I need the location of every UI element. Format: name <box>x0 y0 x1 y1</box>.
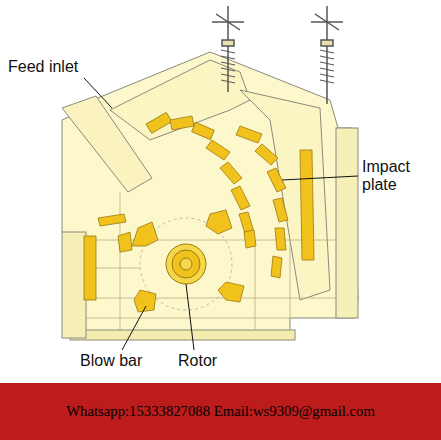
blow-bars <box>118 210 256 312</box>
spring-coil <box>320 62 334 65</box>
contact-text: Whatsapp:15333827088 Email:ws9309@gmail.… <box>0 403 441 420</box>
footer-band <box>0 383 441 440</box>
leader-line <box>122 306 146 350</box>
part-label: Blow bar <box>80 352 170 370</box>
spring-coil <box>221 68 235 71</box>
part-label: Impact plate <box>362 158 434 195</box>
base-flange <box>70 330 295 340</box>
impact-plate-upper <box>145 112 254 234</box>
right-frame <box>240 90 330 300</box>
spring-coil <box>221 50 235 53</box>
part-label: Feed inlet <box>8 58 118 76</box>
upper-frame <box>110 60 250 140</box>
spring-coil <box>320 74 334 77</box>
leader-line <box>282 176 358 180</box>
spring-coil <box>221 80 235 83</box>
spring-coil <box>320 56 334 59</box>
leader-line <box>186 284 194 350</box>
left-wall <box>62 232 86 338</box>
part-label: Rotor <box>178 352 248 370</box>
housing <box>62 52 358 338</box>
spring-coil <box>320 80 334 83</box>
leader-line <box>84 78 112 108</box>
impact-plate-lower <box>236 126 288 278</box>
spring-coil <box>221 56 235 59</box>
spring-coil <box>320 50 334 53</box>
spring-coil <box>320 68 334 71</box>
spring-coil <box>221 62 235 65</box>
spring-coil <box>221 74 235 77</box>
liner <box>84 150 314 300</box>
right-wall <box>336 128 358 318</box>
footer-band-text-box: Whatsapp:15333827088 Email:ws9309@gmail.… <box>0 403 441 420</box>
